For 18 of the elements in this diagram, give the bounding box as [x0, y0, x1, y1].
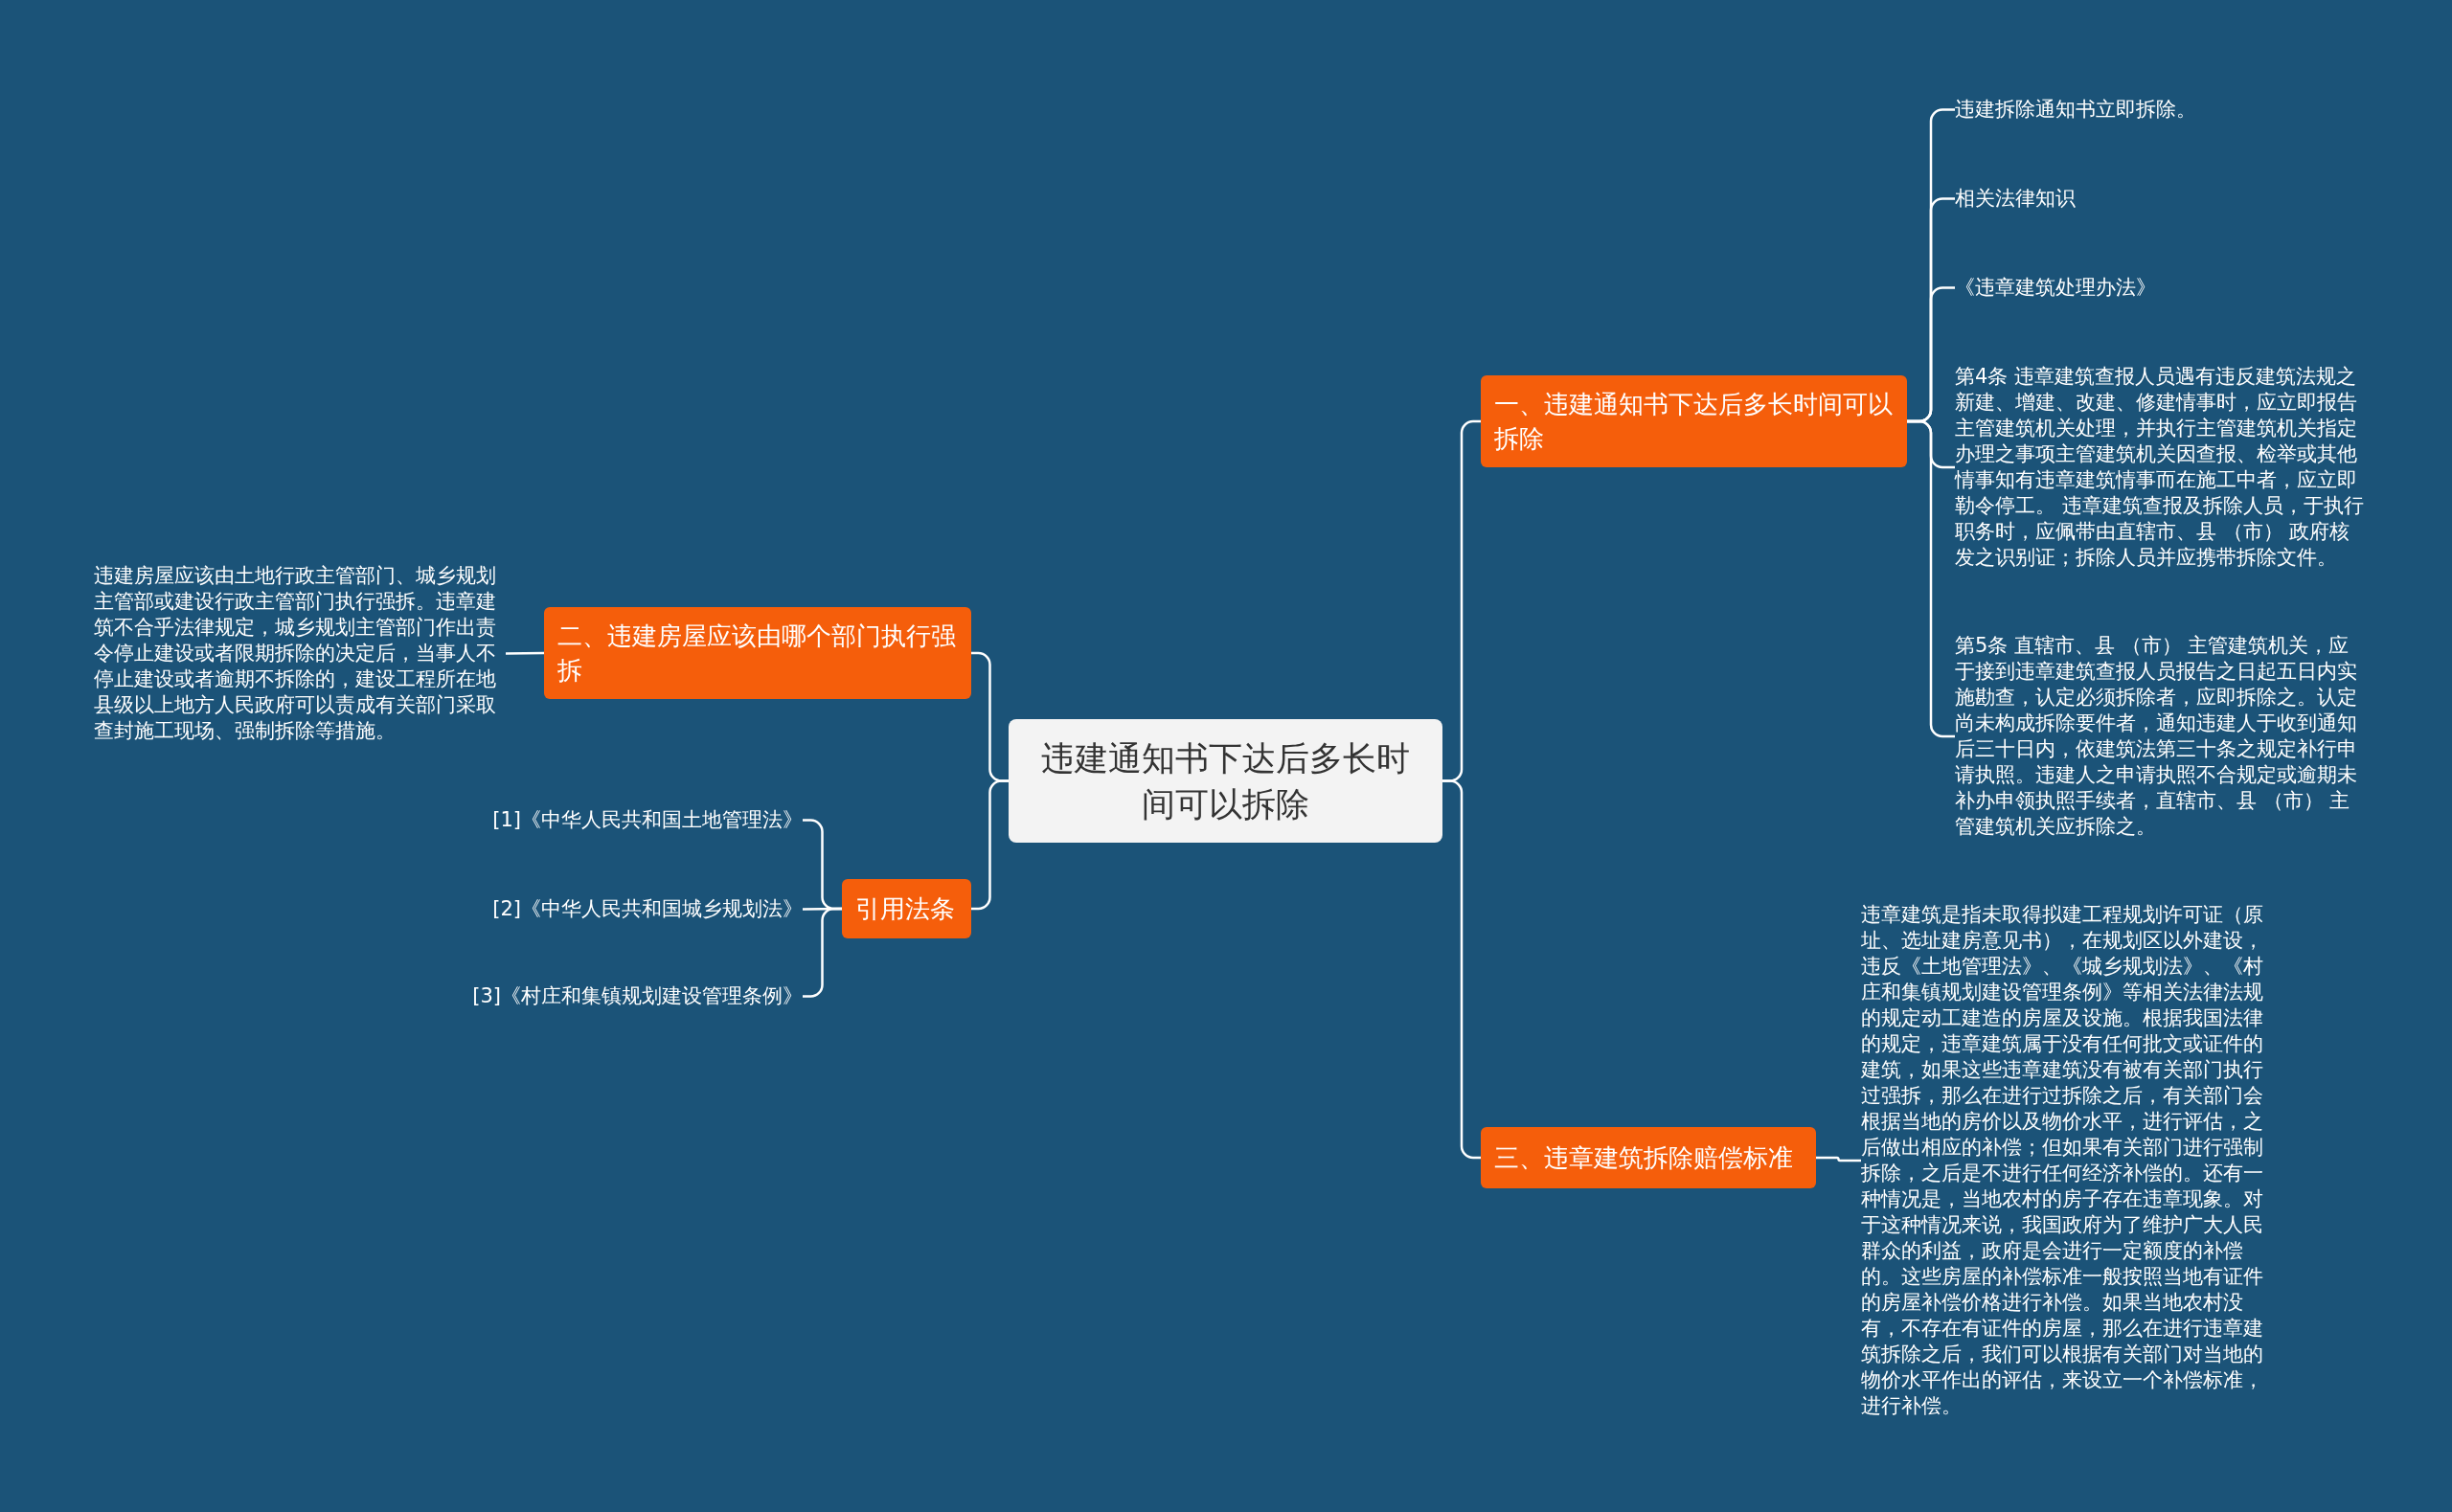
subtopic-text: 违建拆除通知书立即拆除。: [1955, 97, 2367, 123]
subtopic-text: [3]《村庄和集镇规划建设管理条例》: [472, 983, 803, 1009]
subtopic-text: 第4条 违章建筑查报人员遇有违反建筑法规之新建、增建、改建、修建情事时，应立即报告主管建筑机关处理，并执行主管建筑机关指定办理之事项主管建筑机关因查报、检举或其他情事知有违章建筑情事而在施工中者，应立即勒令停工。 违章建筑查报及拆除人员，于执行职务时，应佩带由直辖市、县 （市） 政府核发之识别证；拆除人员并应携带拆除文件。: [1955, 364, 2367, 571]
connector-line: [506, 651, 544, 655]
subtopic-text: [2]《中华人民共和国城乡规划法》: [492, 896, 803, 922]
topic-box: 一、违建通知书下达后多长时间可以拆除: [1481, 375, 1907, 467]
topic-box: 三、违章建筑拆除赔偿标准: [1481, 1127, 1816, 1188]
connector-line: [971, 779, 1009, 911]
subtopic-text: [1]《中华人民共和国土地管理法》: [492, 807, 803, 833]
topic-box: 引用法条: [842, 879, 971, 938]
subtopic-text: 违建房屋应该由土地行政主管部门、城乡规划主管部或建设行政主管部门执行强拆。违章建筑不合乎法律规定，城乡规划主管部门作出责令停止建设或者限期拆除的决定后，当事人不停止建设或者逾期不拆除的，建设工程所在地县级以上地方人民政府可以责成有关部门采取查封施工现场、强制拆除等措施。: [94, 563, 506, 744]
subtopic-text: 相关法律知识: [1955, 186, 2367, 212]
connector-line: [1816, 1156, 1861, 1162]
subtopic-text: 违章建筑是指未取得拟建工程规划许可证（原址、选址建房意见书），在规划区以外建设，违反《土地管理法》、《城乡规划法》、《村庄和集镇规划建设管理条例》等相关法律法规的规定动工建造的房屋及设施。根据我国法律的规定，违章建筑属于没有任何批文或证件的建筑，如果这些违章建筑没有被有关部门执行过强拆，那么在进行过拆除之后，有关部门会根据当地的房价以及物价水平，进行评估，之后做出相应的补偿；但如果有关部门进行强制拆除，之后是不进行任何经济补偿的。还有一种情况是，当地农村的房子存在违章现象。对于这种情况来说，我国政府为了维护广大人民群众的利益，政府是会进行一定额度的补偿的。这些房屋的补偿标准一般按照当地有证件的房屋补偿价格进行补偿。如果当地农村没有，不存在有证件的房屋，那么在进行违章建筑拆除之后，我们可以根据有关部门对当地的物价水平作出的评估，来设立一个补偿标准，进行补偿。: [1861, 902, 2273, 1419]
subtopic-text: 第5条 直辖市、县 （市） 主管建筑机关，应于接到违章建筑查报人员报告之日起五日内实施勘查，认定必须拆除者，应即拆除之。认定尚未构成拆除要件者，通知违建人于收到通知后三十日内，依建筑法第三十条之规定补行申请执照。违建人之申请执照不合规定或逾期未补办申领执照手续者，直辖市、县 （市） 主管建筑机关应拆除之。: [1955, 633, 2367, 840]
central-topic-box: 违建通知书下达后多长时间可以拆除: [1009, 719, 1442, 843]
subtopic-text: 《违章建筑处理办法》: [1955, 275, 2367, 301]
topic-box: 二、违建房屋应该由哪个部门执行强拆: [544, 607, 971, 699]
